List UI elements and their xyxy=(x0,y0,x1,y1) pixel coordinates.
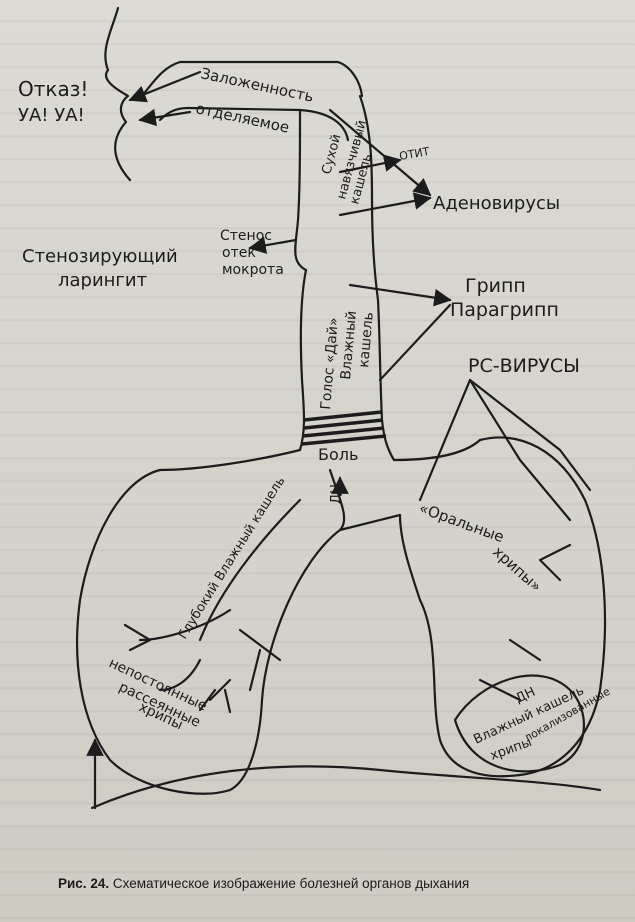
label-stenos-1: Стенос xyxy=(220,228,272,244)
label-deep-cough: Глубокий Влажный кашель xyxy=(176,474,289,642)
arrow-gripp-down xyxy=(378,303,452,382)
arrow-otdelyaemoe xyxy=(138,108,192,127)
label-stenos-2: отек xyxy=(222,245,256,261)
label-oral-rales-2: хрипы» xyxy=(489,543,545,596)
label-dry-cough-1: Сухой xyxy=(319,133,344,176)
label-bol: Боль xyxy=(318,445,358,464)
label-voice-3: кашель xyxy=(356,311,377,368)
caption-text: Схематическое изображение болезней орган… xyxy=(112,876,470,891)
label-voice-2: Влажный xyxy=(338,310,360,380)
nose-profile xyxy=(104,6,132,182)
bronchus-left-outer xyxy=(158,448,302,472)
left-bronchi xyxy=(123,498,302,714)
label-dn-top: ДН xyxy=(329,484,344,504)
figure-caption: Рис. 24. Схематическое изображение болез… xyxy=(58,876,469,891)
arrow-to-adeno xyxy=(328,108,432,197)
label-stenos-3: мокрота xyxy=(222,262,284,278)
caption-number: Рис. 24. xyxy=(58,876,110,891)
label-stenosing-1: Стенозирующий xyxy=(22,246,178,267)
arrow-to-otkaz xyxy=(128,70,202,103)
nose-duct xyxy=(138,60,364,100)
trachea-right-upper xyxy=(358,94,380,302)
label-otkaz: Отказ! xyxy=(18,77,88,101)
trachea-ring-4 xyxy=(301,434,387,446)
label-adenovirus: Аденовирусы xyxy=(433,193,560,214)
trachea-ring-3 xyxy=(302,426,385,438)
label-oral-rales-1: «Оральные xyxy=(417,499,507,546)
right-lung xyxy=(398,436,607,778)
right-lung-lower xyxy=(453,674,586,773)
trachea-ring-2 xyxy=(303,418,384,430)
trachea-left xyxy=(298,268,308,452)
right-bronchi xyxy=(418,378,592,702)
trachea-ring-1 xyxy=(303,410,383,422)
diaphragm xyxy=(90,765,602,810)
arrow-to-gripp xyxy=(348,283,452,307)
left-lung xyxy=(76,468,342,795)
label-paragripp: Парагрипп xyxy=(450,299,559,321)
trachea-left-upper xyxy=(294,108,308,272)
label-gripp: Грипп xyxy=(465,275,526,297)
arrow-to-stenos xyxy=(248,236,298,254)
trachea-right xyxy=(376,298,396,462)
label-otdelyaemoe: отделяемое xyxy=(194,99,291,136)
label-right-1: ДН xyxy=(513,685,537,707)
bronchus-right-outer xyxy=(392,438,482,462)
arrow-to-adeno-2 xyxy=(338,192,432,217)
label-rs-virus: РС-ВИРУСЫ xyxy=(468,355,580,377)
label-zalozhennost: Заложенность xyxy=(199,64,315,106)
label-ua: УА! УА! xyxy=(18,105,85,126)
label-stenosing-2: ларингит xyxy=(58,270,147,291)
label-otit: ОТИТ xyxy=(398,145,430,163)
